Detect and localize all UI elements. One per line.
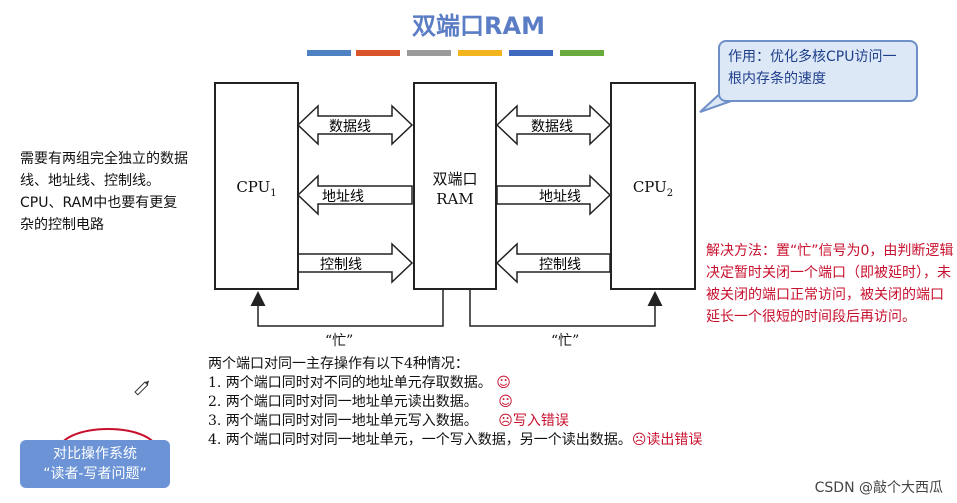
pencil-icon [134, 380, 150, 396]
smile-icon: ☺ [496, 375, 511, 391]
cpu2-box: CPU2 [610, 82, 696, 290]
cpu1-box: CPU1 [214, 82, 299, 290]
frown-icon: ☹ [498, 413, 513, 429]
color-bar-segment [307, 50, 351, 56]
case-text: 1. 两个端口同时对不同的地址单元存取数据。 [208, 375, 492, 391]
right-address-bus [496, 174, 612, 216]
purpose-callout: 作用：优化多核CPU访问一根内存条的速度 [718, 40, 918, 102]
case-text: 3. 两个端口同时对同一地址单元写入数据。 [208, 413, 478, 429]
page-title: 双端口RAM [412, 12, 545, 40]
case-result: 写入错误 [512, 413, 569, 429]
cases-intro: 两个端口对同一主存操作有以下4种情况： [208, 356, 469, 372]
watermark: CSDN @敲个大西瓜 [814, 480, 943, 496]
case-item: 3. 两个端口同时对同一地址单元写入数据。 ☹写入错误 [208, 412, 702, 431]
case-text: 4. 两个端口同时对同一地址单元，一个写入数据，另一个读出数据。 [208, 432, 632, 448]
badge-line2: “读者-写者问题” [43, 466, 147, 482]
right-address-label: 地址线 [539, 189, 581, 205]
color-bar-segment [356, 50, 400, 56]
left-note: 需要有两组完全独立的数据线、地址线、控制线。CPU、RAM中也要有更复杂的控制电… [20, 151, 188, 233]
ram-label-line1: 双端口 [432, 170, 478, 188]
busy-line-left [250, 290, 444, 327]
right-control-bus [495, 242, 611, 284]
left-address-label: 地址线 [322, 189, 364, 205]
case-text: 2. 两个端口同时对同一地址单元读出数据。 [208, 394, 478, 410]
ram-box: 双端口 RAM [413, 82, 497, 290]
right-control-label: 控制线 [539, 257, 581, 273]
left-control-label: 控制线 [320, 257, 362, 273]
case-item: 1. 两个端口同时对不同的地址单元存取数据。 ☺ [208, 374, 702, 393]
cpu2-label: CPU2 [632, 178, 674, 199]
ram-label-line2: RAM [436, 190, 474, 208]
busy-signal-right: “忙” [551, 333, 580, 349]
cpu1-label: CPU1 [236, 178, 277, 199]
color-bar-segment [509, 50, 553, 56]
case-item: 2. 两个端口同时对同一地址单元读出数据。 ☺ [208, 393, 702, 412]
color-bar-segment [560, 50, 604, 56]
color-bar-segment [458, 50, 502, 56]
case-item: 4. 两个端口同时对同一地址单元，一个写入数据，另一个读出数据。☹读出错误 [208, 431, 702, 450]
solution-note: 解决方法：置“忙”信号为0，由判断逻辑决定暂时关闭一个端口（即被延时），未被关闭… [706, 243, 954, 325]
left-data-bus [296, 104, 414, 146]
left-address-bus [296, 174, 413, 216]
right-data-label: 数据线 [531, 119, 573, 135]
badge-line1: 对比操作系统 [53, 446, 137, 462]
busy-line-right [469, 290, 663, 327]
left-data-label: 数据线 [329, 119, 371, 135]
busy-signal-left: “忙” [325, 333, 354, 349]
left-control-bus [297, 242, 414, 284]
smile-icon: ☺ [498, 394, 513, 410]
case-result: 读出错误 [646, 432, 703, 448]
cases-list: 两个端口对同一主存操作有以下4种情况： 1. 两个端口同时对不同的地址单元存取数… [208, 355, 702, 450]
frown-icon: ☹ [631, 432, 647, 448]
color-bar-segment [407, 50, 451, 56]
compare-badge: 对比操作系统 “读者-写者问题” [20, 440, 170, 488]
